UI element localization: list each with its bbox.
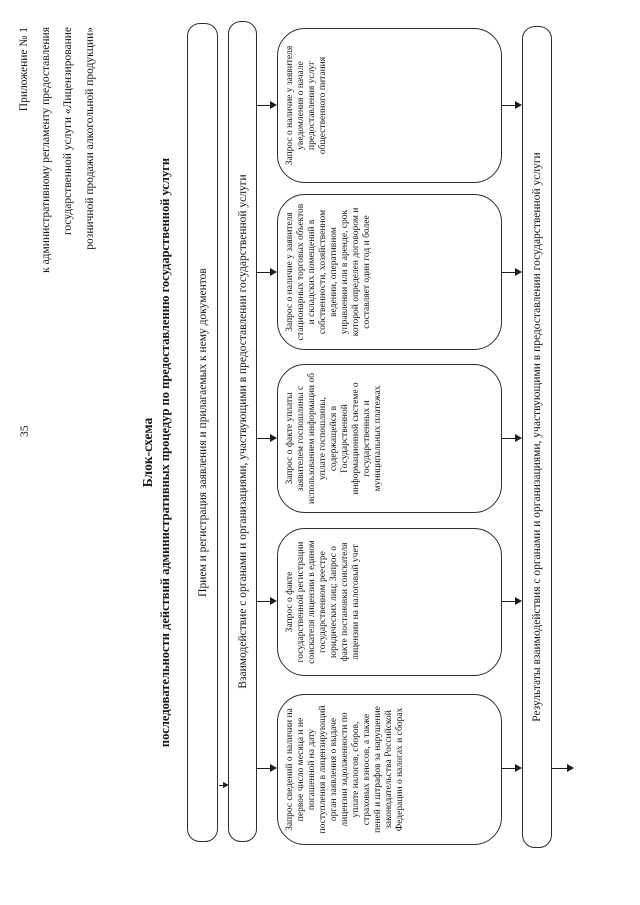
arrow-down-icon: [502, 768, 515, 769]
arrow-down-icon: [257, 105, 270, 106]
request-box-debts: Запрос сведений о наличии на первое числ…: [277, 694, 502, 845]
arrow-down-icon: [257, 768, 270, 769]
request-box-catering-notice-text: Запрос о наличие у заявителя уведомления…: [285, 45, 328, 166]
arrow-down-icon: [502, 272, 515, 273]
appendix-line-4: розничной продажи алкогольной продукции»: [84, 27, 96, 250]
appendix-line-2: к административному регламенту предостав…: [40, 27, 52, 273]
appendix-line-3: государственной услуги «Лицензирование: [62, 27, 74, 236]
request-box-premises: Запрос о наличие у заявителя стационарны…: [277, 194, 502, 350]
title-line-2: последовательности действий администрати…: [158, 157, 172, 748]
request-box-debts-text: Запрос сведений о наличии на первое числ…: [285, 705, 405, 834]
document-title: Блок-схема последовательности действий а…: [139, 0, 174, 905]
flow-bar-reception: Прием и регистрация заявления и прилагае…: [187, 23, 218, 842]
flow-bar-interaction-label: Взаимодействие с органами и организациям…: [236, 174, 249, 689]
flow-bar-interaction: Взаимодействие с органами и организациям…: [228, 21, 257, 842]
request-box-catering-notice: Запрос о наличие у заявителя уведомления…: [277, 28, 502, 183]
flow-bar-results-label: Результаты взаимодействия с органами и о…: [531, 152, 543, 722]
flow-bar-results: Результаты взаимодействия с органами и о…: [522, 26, 552, 848]
arrow-down-icon: [219, 785, 223, 786]
appendix-header: Приложение № 1 к административному регла…: [13, 27, 101, 273]
arrow-down-icon: [502, 601, 515, 602]
appendix-line-1: Приложение № 1: [18, 27, 30, 112]
page-number: 35: [19, 425, 31, 438]
arrow-down-icon: [257, 601, 270, 602]
flow-bar-reception-label: Прием и регистрация заявления и прилагае…: [196, 268, 209, 597]
arrow-down-icon: [502, 105, 515, 106]
request-box-state-duty-text: Запрос о факте уплаты заявителем госпошл…: [285, 373, 383, 504]
request-box-registration: Запрос о факте государственной регистрац…: [277, 528, 502, 676]
arrow-down-icon: [257, 272, 270, 273]
request-box-premises-text: Запрос о наличие у заявителя стационарны…: [285, 203, 372, 341]
title-line-1: Блок-схема: [140, 417, 155, 488]
arrow-down-icon: [257, 438, 270, 439]
request-box-registration-text: Запрос о факте государственной регистрац…: [285, 540, 361, 664]
request-box-state-duty: Запрос о факте уплаты заявителем госпошл…: [277, 364, 502, 513]
arrow-down-icon: [502, 438, 515, 439]
arrow-down-icon: [552, 768, 567, 769]
